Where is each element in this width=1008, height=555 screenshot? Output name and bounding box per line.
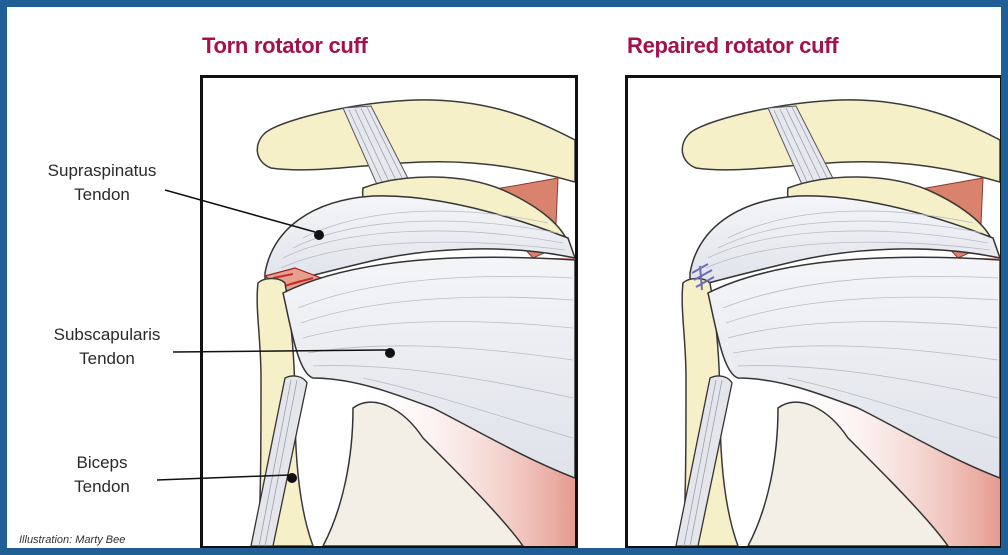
repaired-cuff-title: Repaired rotator cuff (627, 33, 838, 59)
biceps-label-line1: Biceps (47, 451, 157, 475)
repaired-cuff-illustration (625, 75, 1003, 549)
biceps-dot (287, 473, 297, 483)
subscapularis-dot (385, 348, 395, 358)
torn-cuff-illustration (200, 75, 578, 549)
repaired-cuff-svg (628, 78, 1000, 546)
torn-cuff-title: Torn rotator cuff (202, 33, 368, 59)
subscapularis-label-line1: Subscapularis (37, 323, 177, 347)
torn-cuff-svg (203, 78, 575, 546)
subscapularis-label: Subscapularis Tendon (37, 323, 177, 371)
acromion-bone (257, 100, 575, 182)
subscapularis-label-line2: Tendon (37, 347, 177, 371)
illustration-credit: Illustration: Marty Bee (19, 534, 125, 546)
supraspinatus-label: Supraspinatus Tendon (27, 159, 177, 207)
biceps-label-line2: Tendon (47, 475, 157, 499)
biceps-label: Biceps Tendon (47, 451, 157, 499)
supraspinatus-dot (314, 230, 324, 240)
acromion-bone (682, 100, 1000, 182)
supraspinatus-label-line2: Tendon (27, 183, 177, 207)
supraspinatus-label-line1: Supraspinatus (27, 159, 177, 183)
